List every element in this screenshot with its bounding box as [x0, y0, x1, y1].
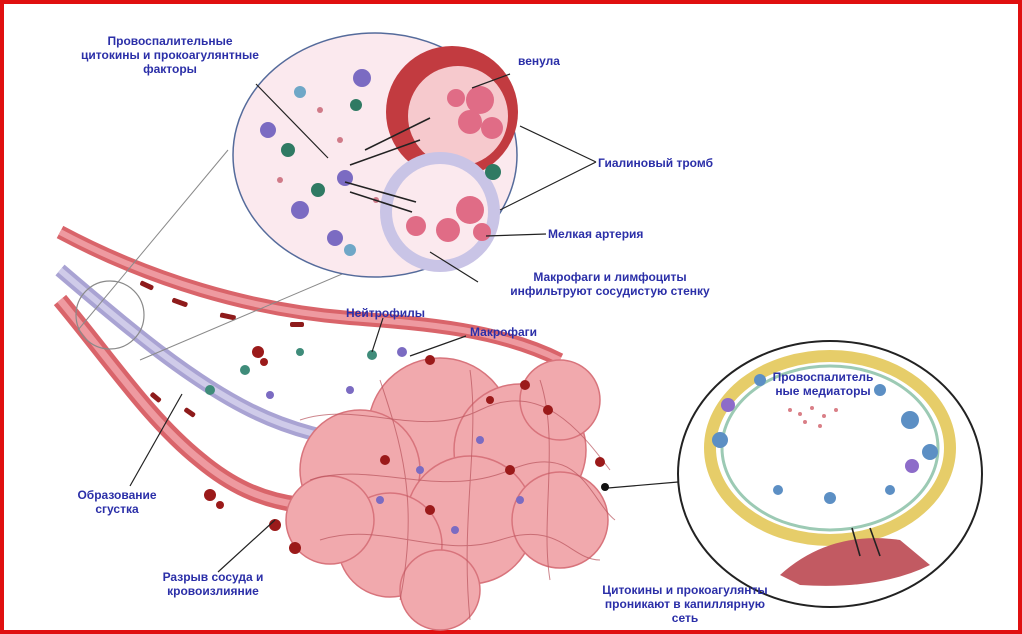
label-macrophages: Макрофаги: [470, 325, 537, 339]
label-vessel-rupture: Разрыв сосуда и кровоизлияние: [138, 570, 288, 598]
label-venule: венула: [518, 54, 560, 68]
label-small-artery: Мелкая артерия: [548, 227, 643, 241]
label-mediators: Провоспалитель ные медиаторы: [758, 370, 888, 398]
label-clot-formation: Образование сгустка: [52, 488, 182, 516]
callout-anchor-dot: [601, 483, 609, 491]
label-macrophages-lymphocytes: Макрофаги и лимфоциты инфильтруют сосуди…: [480, 270, 740, 298]
alveoli-cluster: [286, 358, 608, 630]
label-hyaline-thrombus: Гиалиновый тромб: [598, 156, 713, 170]
label-cytokines-top: Провоспалительные цитокины и прокоагулян…: [80, 34, 260, 76]
label-cytokines-capillary: Цитокины и прокоагулянты проникают в кап…: [570, 583, 800, 625]
label-neutrophils: Нейтрофилы: [346, 306, 425, 320]
